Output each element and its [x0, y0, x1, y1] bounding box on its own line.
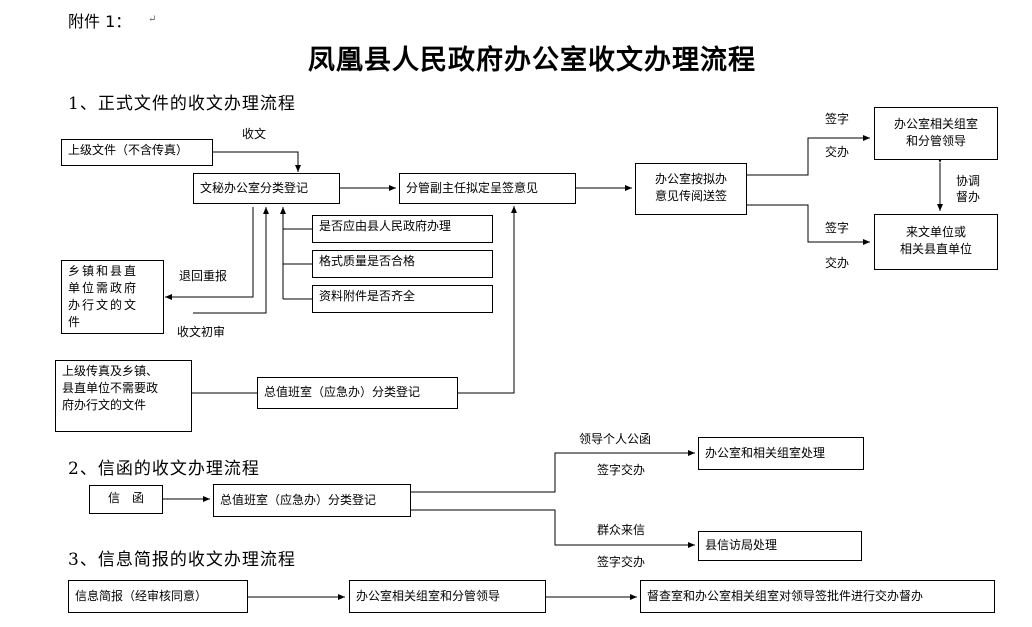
- label-receive: 收文: [242, 127, 267, 141]
- box-townships: 乡镇和县直 单位需政府 办行文的文 件: [61, 260, 164, 334]
- label-return: 退回重报: [179, 269, 228, 283]
- label-initial-review: 收文初审: [177, 325, 226, 339]
- label-hand-1: 交办: [825, 145, 850, 159]
- box-groups-leaders: 办公室相关组室和分管领导: [349, 580, 546, 613]
- box-superior-doc: 上级文件（不含传真）: [61, 139, 213, 166]
- box-briefing: 信息简报（经审核同意）: [68, 580, 248, 613]
- box-petition: 县信访局处理: [698, 531, 862, 561]
- label-hand-2: 交办: [825, 256, 850, 270]
- label-sign-hand-1: 签字交办: [597, 463, 646, 477]
- box-deputy-director: 分管副主任拟定呈签意见: [399, 173, 576, 204]
- box-fax-docs-line: 上级传真及乡镇、: [62, 364, 159, 378]
- box-fax-docs-line: 府办行文的文件: [62, 398, 147, 412]
- box-office-review-line: 意见传阅送签: [654, 189, 727, 203]
- label-public-letter: 群众来信: [597, 523, 646, 537]
- label-leader-mail: 领导个人公函: [579, 432, 652, 446]
- box-letter: 信 函: [89, 485, 163, 514]
- section-1-heading: 1、正式文件的收文办理流程: [68, 94, 296, 114]
- return-mark: ↵: [148, 14, 157, 25]
- section-3-heading: 3、信息简报的收文办理流程: [68, 550, 296, 570]
- box-office-review: 办公室按拟办 意见传阅送签: [635, 163, 747, 215]
- box-duty-room-2: 总值班室（应急办）分类登记: [213, 484, 411, 517]
- box-office-groups: 办公室和相关组室处理: [698, 437, 864, 470]
- label-sign-hand-2: 签字交办: [597, 555, 646, 569]
- label-coordinate: 协调 督办: [956, 173, 980, 205]
- page-title: 凤凰县人民政府办公室收文办理流程: [308, 45, 756, 76]
- attachment-label: 附件 1：: [68, 12, 132, 31]
- box-office-review-line: 办公室按拟办: [654, 172, 727, 186]
- check-format-quality: 格式质量是否合格: [312, 250, 493, 278]
- box-duty-room-1: 总值班室（应急办）分类登记: [257, 377, 458, 409]
- box-townships-line: 办行文的文: [68, 298, 139, 312]
- box-related-groups-line: 和分管领导: [905, 134, 966, 148]
- box-fax-docs: 上级传真及乡镇、 县直单位不需要政 府办行文的文件: [55, 360, 192, 432]
- box-secretary-register: 文秘办公室分类登记: [193, 173, 340, 204]
- box-townships-line: 单位需政府: [68, 281, 139, 295]
- box-related-groups: 办公室相关组室 和分管领导: [874, 107, 998, 160]
- box-related-groups-line: 办公室相关组室: [893, 117, 978, 131]
- box-townships-line: 乡镇和县直: [68, 264, 139, 278]
- check-attachments: 资料附件是否齐全: [312, 285, 493, 313]
- label-sign-1: 签字: [825, 112, 850, 126]
- box-incoming-units-line: 来文单位或: [905, 225, 966, 239]
- section-2-heading: 2、信函的收文办理流程: [68, 459, 260, 479]
- label-coordinate-line: 协调: [956, 174, 981, 188]
- box-townships-line: 件: [68, 315, 83, 329]
- box-supervision: 督查室和办公室相关组室对领导签批件进行交办督办: [640, 580, 995, 613]
- label-coordinate-line: 督办: [956, 190, 981, 204]
- check-govt-handle: 是否应由县人民政府办理: [312, 215, 493, 243]
- box-incoming-units: 来文单位或 相关县直单位: [874, 214, 998, 270]
- box-fax-docs-line: 县直单位不需要政: [62, 381, 159, 395]
- label-sign-2: 签字: [825, 221, 850, 235]
- box-incoming-units-line: 相关县直单位: [899, 242, 972, 256]
